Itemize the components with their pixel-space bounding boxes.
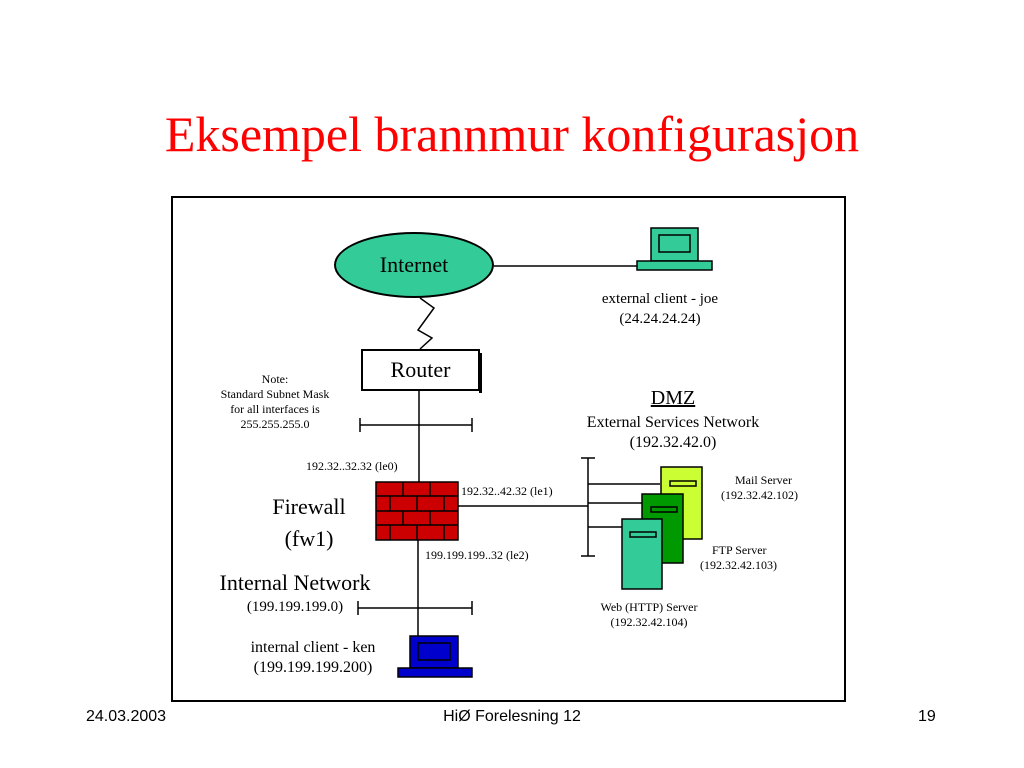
dmz-ip: (192.32.42.0) — [629, 434, 717, 451]
le0-label: 192.32..32.32 (le0) — [306, 459, 398, 473]
firewall-label: Firewall — [272, 494, 346, 519]
note-line: Standard Subnet Mask — [220, 387, 330, 401]
router-box: Router — [361, 349, 482, 393]
note-line: Note: — [261, 372, 289, 386]
internal-client-computer-icon — [397, 635, 473, 678]
ftp-server-ip: (192.32.42.103) — [700, 558, 777, 572]
firewall-icon — [375, 481, 459, 541]
diagram-frame — [171, 196, 846, 702]
web-server-label: Web (HTTP) Server — [600, 600, 698, 614]
internal-network-label: Internal Network — [219, 570, 371, 595]
le1-label: 192.32..42.32 (le1) — [461, 484, 553, 498]
slide-title: Eksempel brannmur konfigurasjon — [164, 106, 860, 162]
external-client-name: external client - joe — [601, 291, 719, 307]
mail-server-ip: (192.32.42.102) — [721, 488, 798, 502]
internal-client-name: internal client - ken — [250, 639, 376, 656]
page-number: 19 — [918, 708, 936, 725]
web-server-ip: (192.32.42.104) — [610, 615, 688, 629]
note-line: 255.255.255.0 — [240, 417, 310, 431]
internet-cloud: Internet — [334, 232, 494, 298]
note-line: for all interfaces is — [230, 402, 320, 416]
dmz-network-label: External Services Network — [586, 414, 760, 431]
footer-title: HiØ Forelesning 12 — [443, 708, 581, 725]
external-client-computer-icon — [636, 227, 713, 271]
footer-date: 24.03.2003 — [86, 708, 167, 725]
ftp-server-label: FTP Server — [712, 543, 767, 557]
web-server-icon — [621, 518, 663, 590]
firewall-id: (fw1) — [284, 526, 334, 551]
internal-network-ip: (199.199.199.0) — [246, 599, 344, 615]
wan-link — [416, 297, 436, 350]
dmz-title: DMZ — [650, 387, 696, 409]
mail-server-label: Mail Server — [735, 473, 792, 487]
external-client-ip: (24.24.24.24) — [619, 311, 701, 327]
internal-client-ip: (199.199.199.200) — [253, 659, 373, 676]
le2-label: 199.199.199..32 (le2) — [425, 548, 529, 562]
